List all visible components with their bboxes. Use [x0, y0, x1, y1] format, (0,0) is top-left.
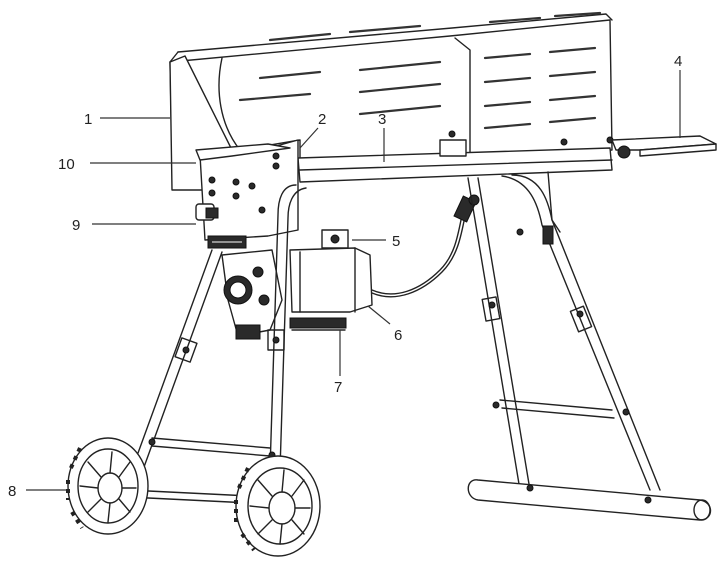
callout-1: 1	[84, 111, 92, 128]
callout-3: 3	[378, 111, 386, 128]
table-extension	[611, 135, 717, 159]
power-cable	[371, 194, 480, 298]
motor	[289, 229, 373, 331]
callout-2: 2	[318, 111, 326, 128]
callout-4: 4	[674, 53, 682, 70]
callout-6: 6	[394, 327, 402, 344]
callout-10: 10	[58, 156, 75, 173]
callout-8: 8	[8, 483, 16, 500]
leg-frame	[127, 171, 712, 521]
beam-rail	[297, 130, 613, 183]
wheel-right	[234, 455, 321, 557]
hydraulic-unit	[221, 249, 283, 340]
callout-7: 7	[334, 379, 342, 396]
wheel-left	[66, 437, 149, 535]
callout-5: 5	[392, 233, 400, 250]
callout-leaders	[26, 70, 681, 491]
callout-9: 9	[72, 217, 80, 234]
callout-labels: 1 2 3 4 5 6 7 8 9 10	[8, 53, 682, 500]
control-bracket	[195, 139, 299, 249]
top-cover	[169, 11, 614, 191]
